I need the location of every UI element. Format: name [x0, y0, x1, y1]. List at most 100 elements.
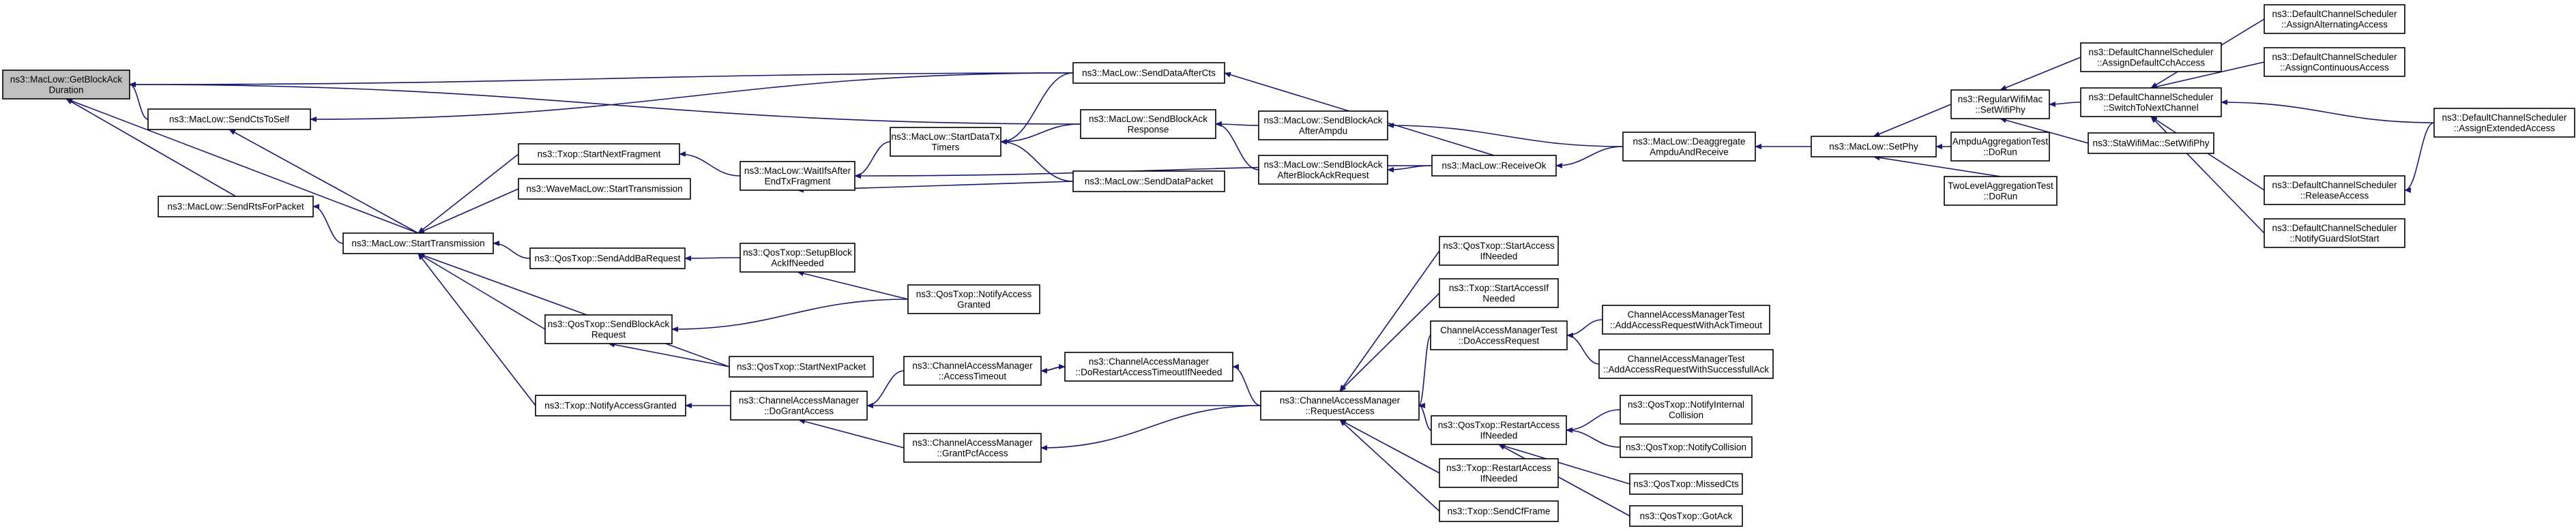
node-label-line: ns3::ChannelAccessManager [1280, 395, 1401, 406]
node-wave_starttransmission[interactable]: ns3::WaveMacLow::StartTransmission [518, 178, 691, 200]
node-box [730, 391, 868, 421]
node-dcs_assigncontinuous[interactable]: ns3::DefaultChannelScheduler::AssignCont… [2264, 47, 2405, 77]
node-label-line: ns3::ChannelAccessManager [739, 395, 860, 406]
edge-cam_requestaccess-to-cam_grantpcfaccess [1040, 405, 1261, 451]
node-box [2264, 4, 2405, 34]
node-dcs_notifyguardslotstart[interactable]: ns3::DefaultChannelScheduler::NotifyGuar… [2264, 218, 2405, 248]
node-label-line: ns3::QosTxop::GotAck [1640, 511, 1733, 521]
node-box [1439, 458, 1559, 488]
edge-txop_restartaccessifneeded-to-cam_requestaccess [1339, 419, 1440, 474]
node-cam_dograntaccess[interactable]: ns3::ChannelAccessManager::DoGrantAccess [730, 391, 868, 421]
node-label-line: ns3::QosTxop::NotifyAccess [916, 289, 1032, 299]
node-box [1811, 136, 1937, 157]
edge-senddatapacket-to-startdatatxtimers [1000, 139, 1074, 182]
node-label-line: ::RequestAccess [1305, 406, 1375, 416]
node-txop_notifyaccessgranted[interactable]: ns3::Txop::NotifyAccessGranted [535, 395, 686, 416]
node-twolevelaggregationtest[interactable]: TwoLevelAggregationTest::DoRun [1944, 176, 2058, 206]
node-label-line: AfterAmpdu [1299, 125, 1347, 136]
node-qos_startnextpacket[interactable]: ns3::QosTxop::StartNextPacket [729, 356, 874, 378]
node-label-line: ::NotifyGuardSlotStart [2289, 233, 2380, 243]
node-sendrtsforpacket[interactable]: ns3::MacLow::SendRtsForPacket [158, 196, 314, 217]
node-cam_requestaccess[interactable]: ns3::ChannelAccessManager::RequestAccess [1260, 391, 1420, 421]
node-box [729, 356, 874, 378]
node-receiveok[interactable]: ns3::MacLow::ReceiveOk [1431, 155, 1557, 177]
edge-qos_gotack-to-qos_restartaccessifneeded [1498, 444, 1630, 517]
node-label-line: ns3::DefaultChannelScheduler [2088, 92, 2214, 102]
node-box [1598, 349, 1774, 379]
edge-regularwifimac_setwifiphy-to-setphy [1873, 104, 1952, 137]
node-cam_accesstimeout[interactable]: ns3::ChannelAccessManager::AccessTimeout [903, 356, 1042, 386]
node-box [1629, 505, 1743, 527]
node-label-line: Request [591, 329, 626, 339]
node-box [2088, 132, 2214, 154]
node-sendblockackafterbar[interactable]: ns3::MacLow::SendBlockAckAfterBlockAckRe… [1258, 155, 1388, 185]
node-label-line: ::SetWifiPhy [1975, 104, 2025, 115]
node-label-line: AfterBlockAckRequest [1277, 170, 1369, 180]
node-box [1620, 395, 1753, 425]
edge-receiveok-to-sendblockackafterbar [1387, 165, 1433, 172]
node-qos_notifycollision[interactable]: ns3::QosTxop::NotifyCollision [1620, 436, 1753, 458]
edge-dcs_assigncontinuous-to-dcs_switchtonextchannel [2150, 61, 2265, 89]
node-ampduaggregationtest[interactable]: AmpduAggregationTest::DoRun [1950, 132, 2050, 162]
node-qos_notifyaccessgranted[interactable]: ns3::QosTxop::NotifyAccessGranted [907, 284, 1040, 314]
node-regularwifimac_setwifiphy[interactable]: ns3::RegularWifiMac::SetWifiPhy [1950, 89, 2050, 119]
node-cam_grantpcfaccess[interactable]: ns3::ChannelAccessManager::GrantPcfAcces… [903, 433, 1042, 463]
node-label-line: AmpduAggregationTest [1952, 136, 2049, 147]
edge-qos_sendblockackrequest-to-starttransmission [418, 253, 546, 330]
node-label-line: AmpduAndReceive [1650, 147, 1729, 157]
node-dcs_assignextended[interactable]: ns3::DefaultChannelScheduler::AssignExte… [2433, 108, 2575, 138]
node-setphy[interactable]: ns3::MacLow::SetPhy [1811, 136, 1937, 157]
node-box [2, 70, 130, 100]
edge-stawifimac_setwifiphy-to-regularwifimac_setwifiphy [2000, 117, 2089, 144]
node-starttransmission[interactable]: ns3::MacLow::StartTransmission [342, 232, 494, 254]
node-sendaddbarequest[interactable]: ns3::QosTxop::SendAddBaRequest [529, 247, 686, 269]
node-label-line: ns3::QosTxop::SendBlockAck [548, 319, 670, 329]
node-box [535, 395, 686, 416]
edge-qos_startnextpacket-to-qos_sendblockackrequest [608, 342, 730, 367]
node-dcs_releaseaccess[interactable]: ns3::DefaultChannelScheduler::ReleaseAcc… [2264, 175, 2405, 205]
node-box [1064, 352, 1233, 382]
edge-sendblockackafterampdu-to-sendblockackresponse [1215, 121, 1259, 127]
call-edges [65, 18, 2435, 517]
node-label-line: ChannelAccessManagerTest [1440, 325, 1557, 335]
node-box [890, 127, 1001, 157]
node-qos_gotack[interactable]: ns3::QosTxop::GotAck [1629, 505, 1743, 527]
node-label-line: ns3::DefaultChannelScheduler [2442, 112, 2567, 123]
node-box [1602, 305, 1770, 335]
node-cam_dorestart[interactable]: ns3::ChannelAccessManager::DoRestartAcce… [1064, 352, 1233, 382]
node-label-line: ns3::MacLow::SendBlockAck [1089, 114, 1208, 124]
node-sendctstoself[interactable]: ns3::MacLow::SendCtsToSelf [147, 108, 311, 130]
node-label-line: ns3::ChannelAccessManager [912, 438, 1033, 448]
node-dcs_assigndefaultcch[interactable]: ns3::DefaultChannelScheduler::AssignDefa… [2080, 42, 2222, 72]
node-camtest_withacktimeout[interactable]: ChannelAccessManagerTest::AddAccessReque… [1602, 305, 1770, 335]
node-stawifimac_setwifiphy[interactable]: ns3::StaWifiMac::SetWifiPhy [2088, 132, 2214, 154]
node-label-line: ns3::MacLow::GetBlockAck [10, 74, 123, 85]
node-camtest_doaccessrequest[interactable]: ChannelAccessManagerTest::DoAccessReques… [1430, 320, 1568, 350]
node-label-line: ::DoRestartAccessTimeoutIfNeeded [1076, 367, 1223, 377]
node-camtest_withsuccessfulack[interactable]: ChannelAccessManagerTest::AddAccessReque… [1598, 349, 1774, 379]
node-dcs_switchtonextchannel[interactable]: ns3::DefaultChannelScheduler::SwitchToNe… [2080, 87, 2222, 117]
node-box [1439, 278, 1559, 308]
node-senddatapacket[interactable]: ns3::MacLow::SendDataPacket [1072, 170, 1225, 192]
node-senddataafterCts[interactable]: ns3::MacLow::SendDataAfterCts [1072, 62, 1225, 84]
node-qos_missedcts[interactable]: ns3::QosTxop::MissedCts [1629, 473, 1743, 495]
node-label-line: ns3::Txop::SendCfFrame [1448, 506, 1551, 517]
node-dcs_assignalternating[interactable]: ns3::DefaultChannelScheduler::AssignAlte… [2264, 4, 2405, 34]
node-label-line: Timers [932, 142, 960, 152]
node-label-line: ::AddAccessRequestWithSuccessfullAck [1603, 364, 1769, 374]
node-label-line: Duration [48, 85, 83, 95]
node-txop_startnextfragment[interactable]: ns3::Txop::StartNextFragment [518, 143, 680, 165]
node-txop_sendcfframe[interactable]: ns3::Txop::SendCfFrame [1439, 500, 1559, 522]
